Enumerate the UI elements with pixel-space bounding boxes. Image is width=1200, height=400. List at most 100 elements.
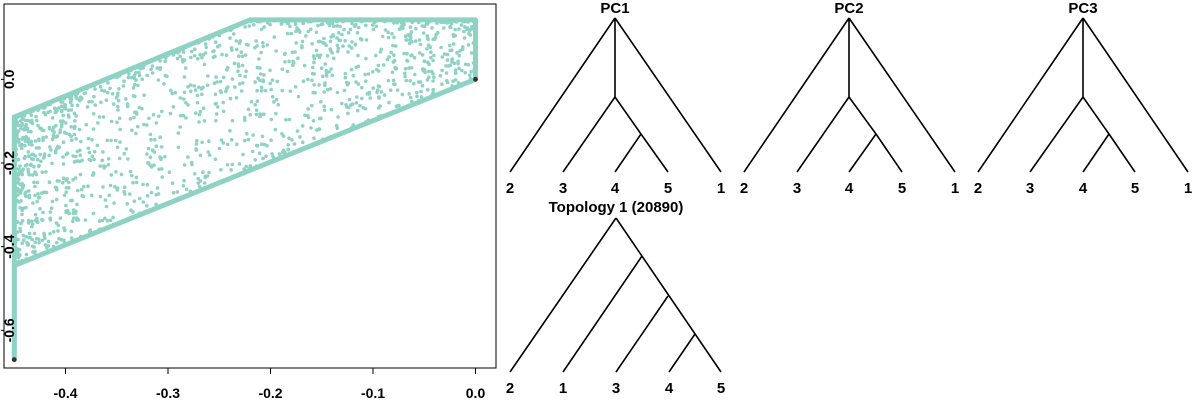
- scatter-point: [309, 126, 313, 130]
- scatter-point: [462, 36, 467, 40]
- scatter-point: [370, 23, 375, 27]
- y-axis: 0.0-0.2-0.4-0.6: [1, 69, 17, 342]
- scatter-point: [450, 57, 454, 62]
- scatter-point: [127, 72, 131, 76]
- scatter-point: [391, 78, 396, 83]
- scatter-point: [323, 83, 327, 88]
- scatter-point: [239, 89, 244, 93]
- scatter-point: [457, 66, 461, 71]
- scatter-point: [259, 27, 264, 32]
- scatter-point: [175, 190, 180, 194]
- scatter-point: [376, 69, 381, 73]
- scatter-point: [18, 229, 23, 233]
- scatter-point: [20, 172, 25, 177]
- scatter-point: [287, 59, 291, 64]
- scatter-point: [75, 188, 80, 193]
- scatter-point: [101, 150, 105, 154]
- scatter-point: [451, 42, 456, 46]
- leaf-label: 3: [1026, 180, 1034, 197]
- leaf-label: 5: [898, 180, 906, 197]
- scatter-point: [154, 121, 159, 125]
- leaf-label: 2: [506, 180, 514, 197]
- scatter-point: [463, 71, 468, 75]
- scatter-point: [353, 42, 358, 47]
- scatter-point: [44, 135, 48, 139]
- scatter-point: [202, 62, 207, 67]
- scatter-point: [317, 83, 321, 87]
- scatter-point: [457, 53, 462, 58]
- scatter-point: [70, 103, 74, 108]
- scatter-point: [244, 164, 248, 169]
- scatter-point: [165, 74, 169, 79]
- scatter-point: [329, 107, 334, 112]
- scatter-point: [300, 39, 305, 44]
- scatter-point: [412, 81, 416, 86]
- scatter-point: [277, 152, 282, 156]
- scatter-point: [48, 210, 53, 214]
- scatter-point: [98, 194, 103, 199]
- scatter-point: [219, 168, 223, 172]
- scatter-point: [181, 113, 186, 118]
- scatter-point: [192, 172, 197, 176]
- scatter-point: [64, 210, 68, 215]
- scatter-point: [300, 124, 305, 128]
- scatter-point: [271, 155, 275, 159]
- scatter-point: [312, 136, 316, 140]
- scatter-point: [49, 206, 54, 210]
- scatter-point: [262, 73, 266, 77]
- scatter-point: [20, 241, 25, 245]
- scatter-point: [36, 196, 41, 200]
- scatter-point: [42, 231, 46, 236]
- scatter-point: [276, 102, 281, 107]
- scatter-point: [42, 153, 47, 158]
- boundary-endpoint: [11, 357, 17, 363]
- scatter-point: [392, 58, 397, 63]
- tree-pc2: PC2 2 3 4 5 1: [740, 0, 959, 197]
- scatter-point: [26, 170, 31, 175]
- scatter-point: [82, 91, 86, 96]
- scatter-point: [64, 121, 68, 125]
- scatter-point: [26, 137, 31, 141]
- scatter-point: [85, 105, 90, 109]
- scatter-point: [469, 70, 474, 74]
- scatter-point: [404, 78, 409, 83]
- scatter-point: [32, 164, 36, 169]
- scatter-point: [188, 83, 193, 87]
- scatter-point: [33, 184, 37, 189]
- scatter-point: [259, 89, 264, 93]
- scatter-point: [230, 77, 235, 81]
- scatter-point: [272, 100, 276, 104]
- scatter-point: [69, 134, 73, 139]
- scatter-point: [356, 53, 360, 58]
- scatter-point: [158, 135, 162, 139]
- leaf-label: 3: [793, 180, 801, 197]
- scatter-point: [198, 109, 203, 114]
- scatter-point: [335, 90, 340, 95]
- scatter-point: [253, 158, 257, 162]
- scatter-point: [328, 39, 333, 44]
- scatter-point: [463, 25, 467, 29]
- scatter-point: [47, 180, 52, 184]
- scatter-point: [250, 149, 255, 154]
- scatter-point: [149, 67, 153, 72]
- scatter-point: [141, 182, 145, 187]
- scatter-point: [117, 87, 121, 91]
- scatter-point: [341, 44, 345, 48]
- scatter-point: [111, 102, 116, 106]
- scatter-point: [245, 132, 249, 136]
- scatter-point: [312, 56, 317, 61]
- scatter-point: [253, 45, 257, 50]
- scatter-point: [199, 87, 204, 91]
- scatter-point: [405, 58, 409, 63]
- scatter-point: [84, 122, 89, 127]
- scatter-point: [183, 66, 188, 70]
- scatter-point: [346, 105, 351, 110]
- scatter-point: [228, 128, 232, 133]
- scatter-point: [205, 83, 210, 87]
- scatter-point: [243, 53, 248, 57]
- scatter-point: [214, 75, 218, 79]
- scatter-point: [334, 123, 339, 128]
- scatter-point: [306, 29, 311, 34]
- scatter-point: [217, 146, 222, 151]
- scatter-point: [111, 215, 115, 220]
